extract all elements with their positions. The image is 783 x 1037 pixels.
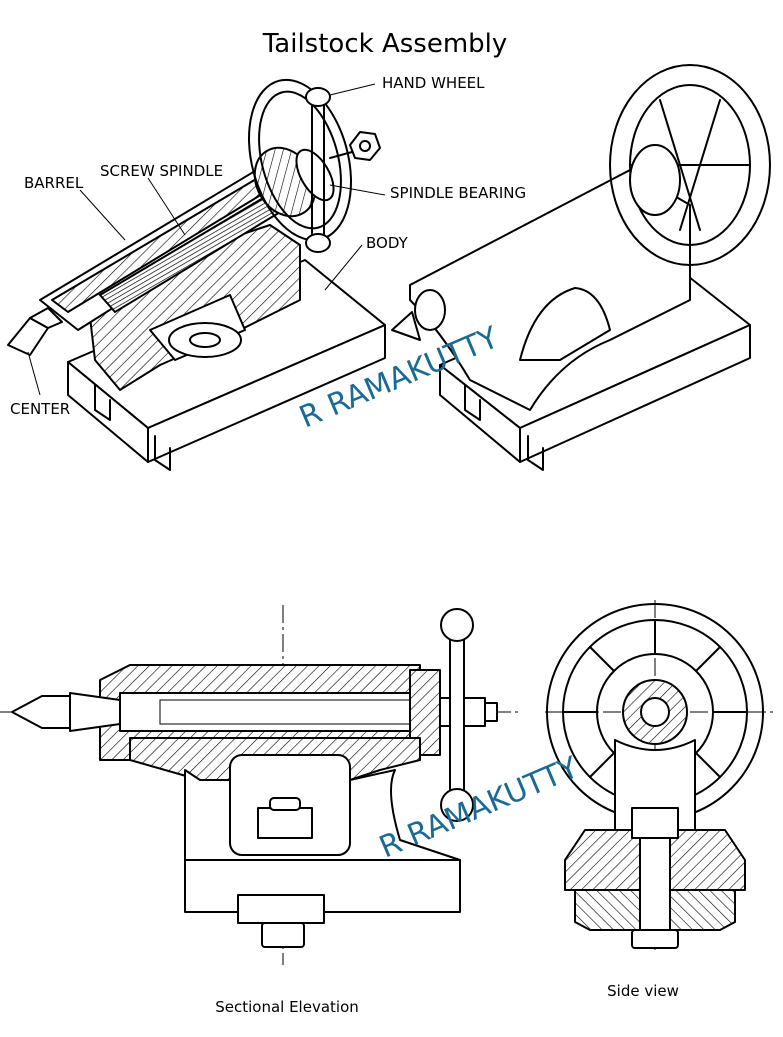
- label-center: CENTER: [10, 400, 70, 418]
- leader-lines: [27, 83, 386, 396]
- label-barrel: BARREL: [24, 174, 84, 192]
- caption-side-view: Side view: [607, 982, 679, 1000]
- iso-external-view: [391, 64, 771, 471]
- iso-sectioned-view: [7, 78, 386, 471]
- label-hand-wheel: HAND WHEEL: [382, 74, 485, 92]
- label-screw-spindle: SCREW SPINDLE: [100, 162, 223, 180]
- page-title: Tailstock Assembly: [262, 29, 508, 59]
- label-body: BODY: [366, 234, 409, 252]
- sectional-elevation-view: [0, 605, 520, 965]
- side-view: [545, 600, 775, 950]
- label-spindle-bearing: SPINDLE BEARING: [390, 184, 526, 202]
- watermark-bottom: R RAMAKUTTY: [374, 750, 584, 865]
- caption-sectional-elevation: Sectional Elevation: [215, 998, 359, 1016]
